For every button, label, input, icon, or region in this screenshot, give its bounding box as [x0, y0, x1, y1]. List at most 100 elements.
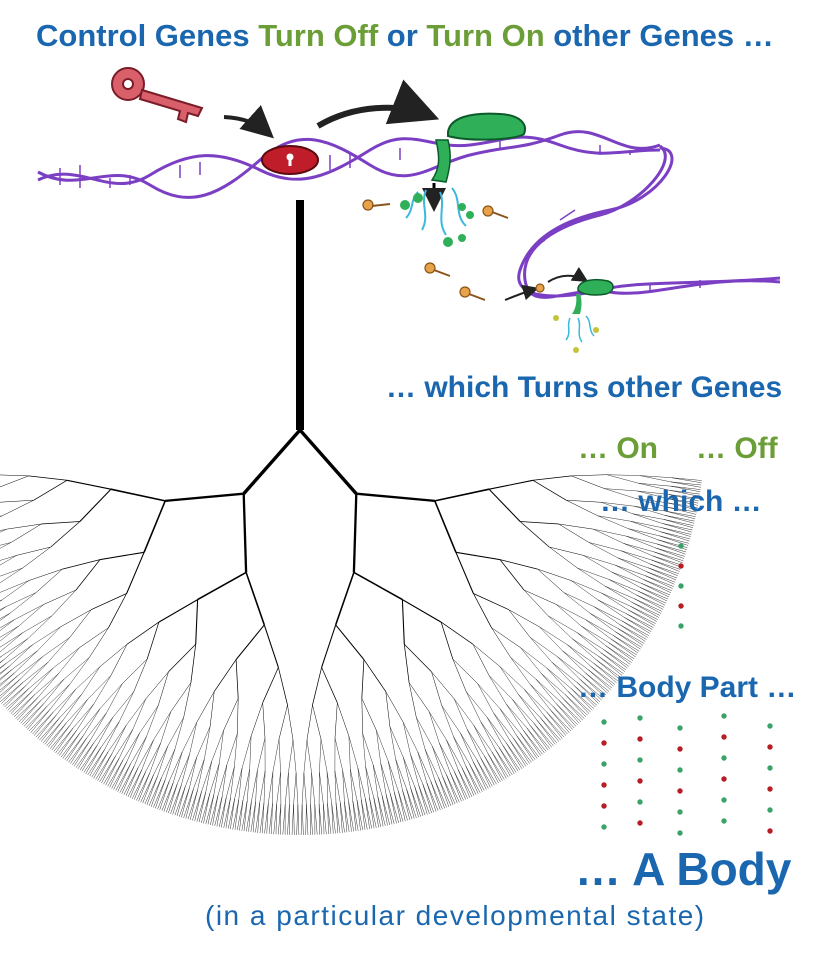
tree-branch	[408, 682, 417, 718]
tree-branch	[197, 571, 247, 601]
tree-branch	[639, 475, 672, 478]
tree-branch	[245, 572, 266, 626]
tree-branch	[69, 699, 88, 726]
tree-branch	[119, 729, 133, 759]
tree-branch	[195, 599, 199, 645]
tree-branch	[467, 729, 481, 759]
tree-branch	[163, 782, 174, 812]
dot-green	[767, 765, 773, 771]
tree-branch	[109, 759, 124, 788]
tree-branch	[205, 761, 212, 793]
tree-branch	[656, 543, 686, 555]
tree-branch	[498, 747, 515, 774]
tree-branch	[567, 644, 591, 667]
tree-branch	[510, 657, 531, 685]
tree-branch	[17, 656, 43, 677]
tree-branch	[0, 567, 23, 584]
tree-branch	[203, 793, 210, 824]
tree-branch	[25, 662, 49, 686]
tree-branch	[632, 602, 660, 618]
tree-branch	[654, 551, 684, 561]
tree-branch	[394, 792, 402, 823]
tree-branch	[288, 772, 290, 805]
tree-branch	[158, 599, 198, 623]
dot-green	[601, 719, 607, 725]
tree-branch	[247, 769, 250, 801]
tree-branch	[438, 777, 449, 807]
tree-branch	[362, 733, 366, 767]
tree-branch	[590, 666, 614, 687]
tree-branch	[641, 583, 670, 596]
tree-branch	[173, 751, 183, 783]
tree-branch	[648, 567, 677, 581]
tree-branch	[312, 704, 322, 740]
tree-branch	[242, 493, 248, 573]
tree-branch	[6, 644, 33, 664]
dot-green	[678, 623, 684, 629]
tree-branch	[177, 754, 190, 784]
tree-branch	[535, 678, 560, 701]
tree-branch	[615, 631, 641, 650]
tree-branch	[536, 719, 556, 745]
tree-branch	[535, 678, 557, 704]
tree-branch	[53, 727, 74, 752]
tree-branch	[292, 739, 297, 773]
tree-branch	[53, 647, 80, 669]
tree-branch	[66, 479, 112, 490]
tree-branch	[552, 706, 573, 730]
tree-branch	[136, 772, 150, 801]
tree-branch	[632, 513, 664, 520]
tree-branch	[632, 513, 663, 524]
tree-branch	[126, 621, 160, 645]
tree-branch	[408, 682, 430, 712]
tree-branch	[605, 586, 633, 603]
tree-branch	[558, 700, 580, 724]
tree-branch	[611, 572, 640, 588]
tree-branch	[312, 667, 322, 706]
tree-branch	[193, 759, 205, 790]
tree-branch	[37, 714, 57, 739]
tree-branch	[146, 776, 158, 806]
tree-branch	[660, 531, 690, 542]
tree-branch	[323, 803, 327, 835]
tree-branch	[242, 428, 302, 495]
tree-branch	[434, 779, 445, 809]
tree-branch	[530, 637, 553, 663]
tree-branch	[111, 725, 127, 754]
tree-branch	[543, 714, 563, 739]
tree-branch	[335, 802, 338, 834]
tree-branch	[340, 802, 345, 833]
tree-branch	[566, 499, 602, 503]
tree-branch	[663, 519, 694, 526]
tree-branch	[460, 732, 478, 761]
tree-branch	[361, 698, 363, 734]
tree-branch	[20, 656, 43, 680]
tree-branch	[588, 542, 619, 559]
tree-branch	[50, 521, 81, 548]
tree-branch	[263, 771, 266, 803]
tree-branch	[39, 717, 61, 741]
tree-branch	[520, 521, 559, 525]
tree-branch	[402, 790, 410, 820]
tree-branch	[183, 682, 192, 718]
tree-branch	[385, 794, 393, 825]
dot-columns	[601, 543, 773, 836]
tree-branch	[226, 733, 238, 766]
tree-branch	[259, 771, 266, 803]
tree-branch	[42, 637, 70, 657]
tree-branch	[446, 774, 458, 804]
tree-branch	[620, 550, 650, 565]
title-part-turn-off: Turn Off	[258, 18, 379, 53]
dot-green	[721, 755, 727, 761]
tree-branch	[35, 568, 63, 593]
tree-branch	[418, 785, 428, 815]
tree-branch	[541, 673, 566, 695]
tree-branch	[306, 804, 309, 835]
tree-branch	[0, 499, 34, 503]
tree-branch	[652, 555, 682, 566]
label-off: … Off	[696, 432, 778, 465]
tree-branch	[508, 609, 540, 628]
tree-branch	[257, 802, 260, 833]
tree-branch	[499, 559, 525, 591]
